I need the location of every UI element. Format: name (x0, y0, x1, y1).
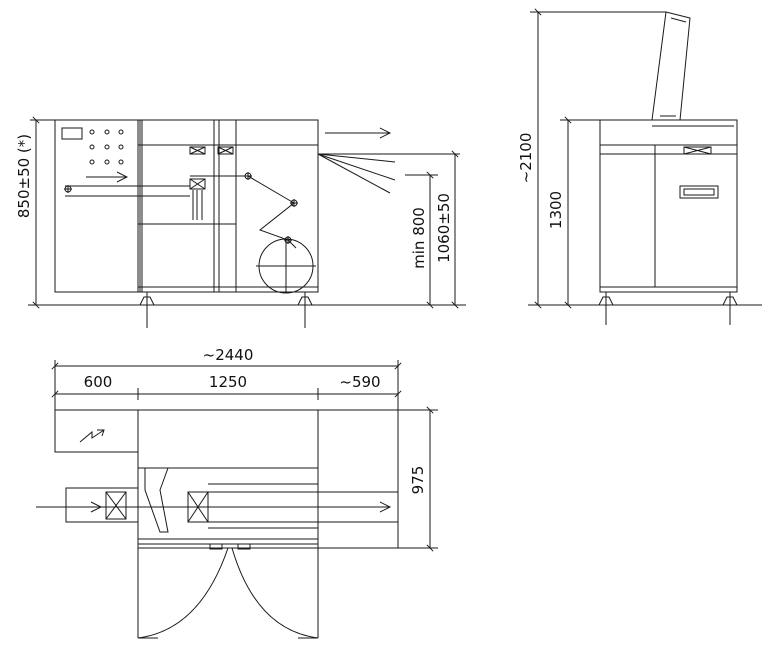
lightning-arrow-icon (79, 429, 105, 443)
plan-control-panel (54, 409, 139, 453)
dim-side-total-height: ~2100 (517, 133, 535, 184)
arrow-right-icon (86, 171, 129, 183)
side-handle (679, 185, 719, 199)
arrow-right-icon (90, 501, 103, 513)
display-screen (61, 127, 83, 140)
arrow-right-icon (36, 501, 392, 513)
dim-plan-center-width: 1250 (209, 373, 247, 391)
arrow-right-icon (325, 127, 392, 139)
machine-body (137, 119, 319, 293)
dim-front-left-height: 850±50 (*) (15, 134, 33, 218)
dim-plan-depth: 975 (409, 466, 427, 495)
door-swing (137, 547, 319, 639)
raised-lid (651, 11, 691, 121)
control-panel (54, 119, 141, 293)
plan-view: ~2440 600 1250 ~590 975 (36, 346, 438, 639)
dim-side-body-height: 1300 (547, 191, 565, 229)
dim-front-min-height: min 800 (410, 207, 428, 269)
dim-plan-total-width: ~2440 (203, 346, 254, 364)
dim-plan-right-width: ~590 (339, 373, 380, 391)
side-body (599, 119, 738, 293)
dim-plan-left-width: 600 (84, 373, 113, 391)
dim-front-total-height: 1060±50 (435, 193, 453, 263)
front-view: 850±50 (*) min 800 1060±50 (15, 116, 466, 328)
side-view: ~2100 1300 (517, 8, 762, 325)
machine-feet (139, 292, 313, 328)
control-buttons (89, 129, 124, 165)
